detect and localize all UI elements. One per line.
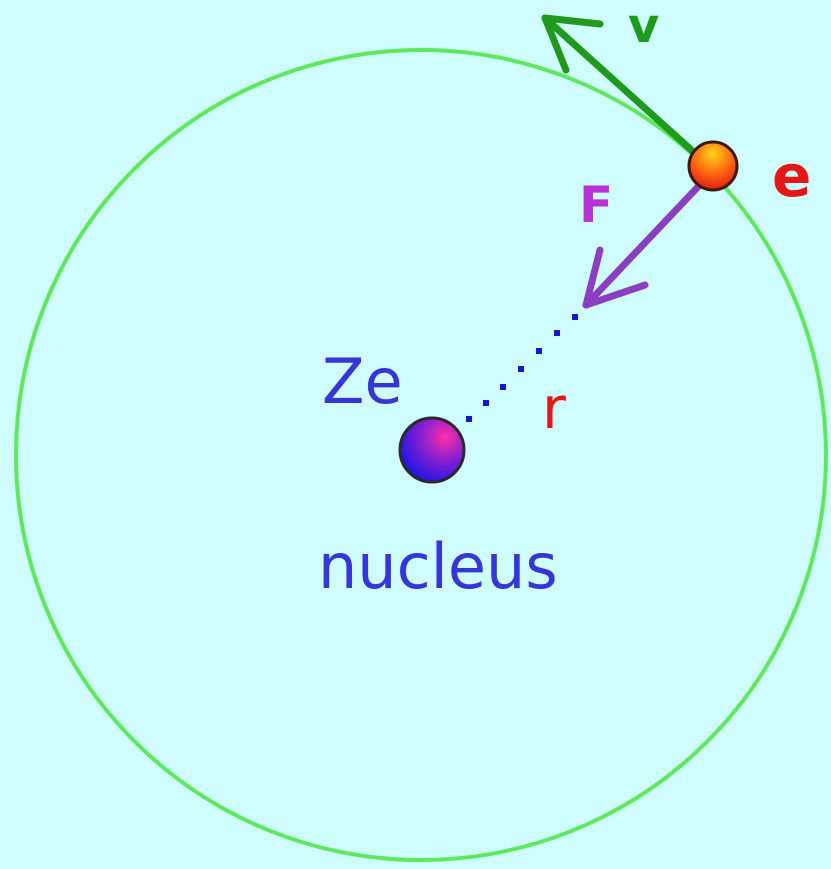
force-arrow	[582, 168, 716, 309]
nucleus-charge-label: Ze	[322, 345, 403, 418]
radius-line	[466, 314, 578, 422]
electron-sphere	[687, 140, 739, 192]
radius-label: r	[542, 374, 566, 442]
orbit-circle	[14, 48, 828, 862]
nucleus-label: nucleus	[318, 530, 558, 603]
electron-label: e	[772, 142, 811, 210]
force-label: F	[579, 176, 613, 234]
velocity-arrow	[541, 14, 712, 169]
velocity-label: v	[628, 0, 659, 54]
nucleus-sphere	[398, 416, 466, 484]
